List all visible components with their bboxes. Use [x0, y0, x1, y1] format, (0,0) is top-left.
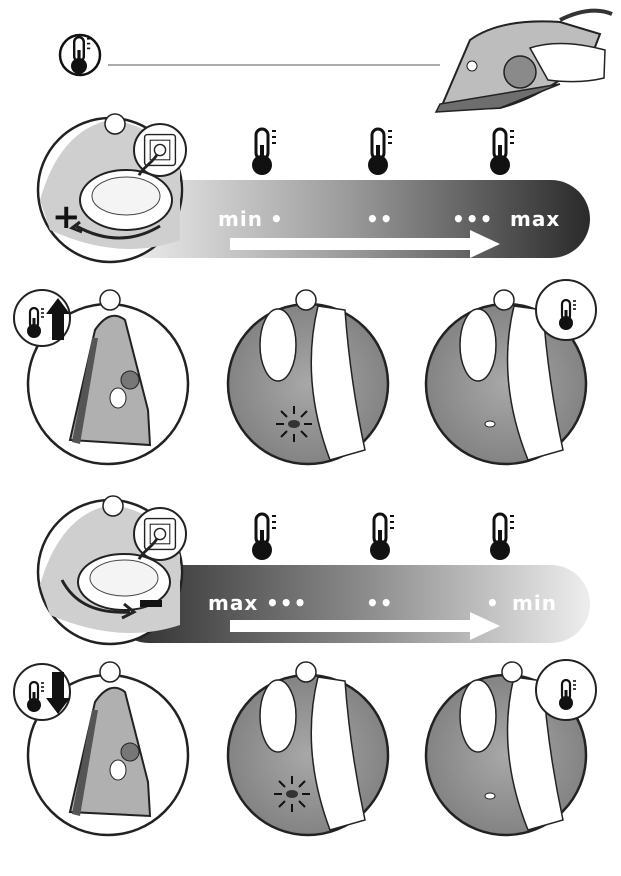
minus-icon [140, 600, 162, 607]
step-light-on [228, 662, 388, 835]
thermometer-icon [370, 514, 394, 560]
band-dots-2: •• [366, 591, 394, 615]
thermometer-icon [490, 514, 514, 560]
thermometer-icon [252, 514, 276, 560]
thermometer-icon [536, 660, 596, 720]
indicator-light-icon [276, 406, 312, 442]
power-plug-icon [134, 124, 186, 176]
band-left-label: max [208, 591, 258, 615]
band-dots-1: • [270, 207, 284, 231]
thermometer-icon [490, 129, 514, 175]
thermometer-icon [252, 129, 276, 175]
thermometer-icon [536, 280, 596, 340]
power-plug-icon [134, 508, 186, 560]
header-thermometer-badge [60, 35, 100, 75]
thermometer-down-arrow-icon [14, 664, 70, 720]
step-light-on [228, 290, 388, 464]
indicator-light-icon [274, 776, 310, 812]
band-dots-1: ••• [266, 591, 307, 615]
band-left-label: min [218, 207, 263, 231]
band-dots-3: ••• [452, 207, 493, 231]
plus-icon: + [52, 197, 81, 237]
band-dots-3: • [486, 591, 500, 615]
cool-down-section: max ••• •• • min [38, 496, 590, 644]
step-light-off [426, 660, 596, 835]
thermometer-icon [368, 129, 392, 175]
step-cooling-iron [14, 662, 188, 835]
step-light-off [426, 280, 596, 464]
thermometer-up-arrow-icon [14, 290, 70, 346]
band-dots-2: •• [366, 207, 394, 231]
band-right-label: min [512, 591, 557, 615]
iron-hand-illustration [436, 11, 612, 112]
band-right-label: max [510, 207, 560, 231]
step-heating-iron [14, 290, 188, 464]
heat-up-section: + min • •• ••• max [38, 114, 590, 262]
